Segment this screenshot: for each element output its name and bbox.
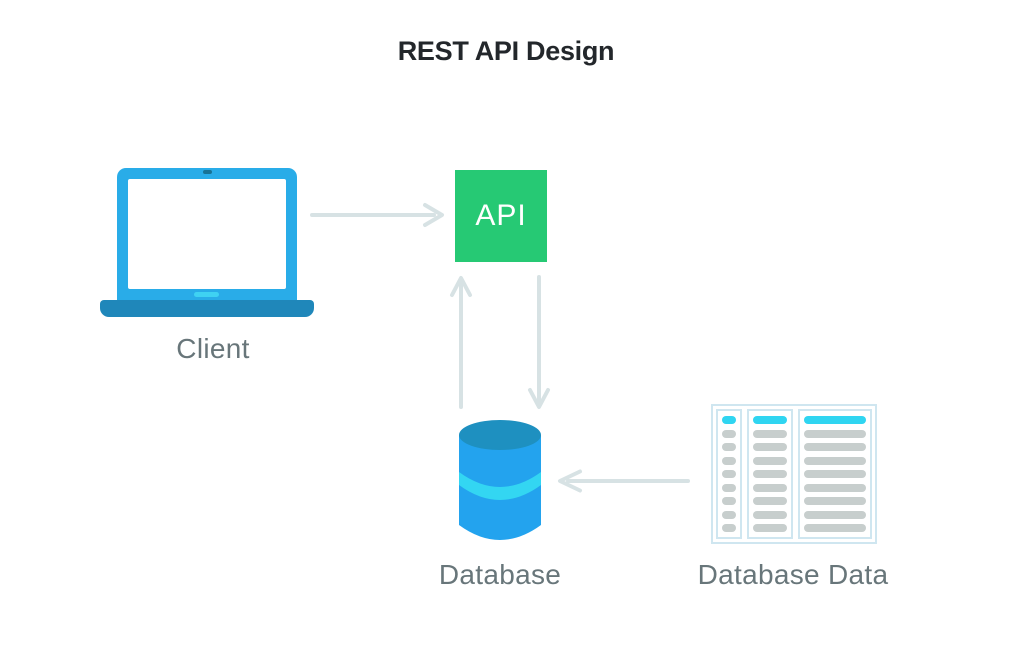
table-row-pill [804, 429, 866, 438]
table-row-pill [722, 443, 736, 451]
data-table-column [716, 409, 742, 539]
table-row-pill [722, 483, 736, 492]
table-row-pill [753, 524, 787, 532]
table-header-row-pill [753, 416, 787, 424]
arrow-client-to-api [310, 203, 444, 227]
laptop-base [100, 300, 314, 317]
api-node: API [455, 170, 547, 262]
diagram-title: REST API Design [397, 36, 615, 66]
arrow-databasedata-to-database [558, 469, 690, 493]
table-row-pill [722, 510, 736, 519]
database-cylinder-icon [459, 420, 541, 540]
table-row-pill [753, 483, 787, 492]
data-table-column [798, 409, 872, 539]
table-row-pill [753, 510, 787, 519]
table-header-row-pill [804, 416, 866, 424]
table-row-pill [804, 456, 866, 465]
table-row-pill [722, 524, 736, 532]
laptop-notch [194, 292, 219, 297]
arrow-api-to-database [528, 275, 550, 409]
data-table-icon [711, 404, 877, 544]
table-row-pill [804, 510, 866, 519]
table-row-pill [722, 497, 736, 505]
table-row-pill [753, 497, 787, 505]
table-row-pill [722, 429, 736, 438]
table-row-pill [722, 470, 736, 478]
api-label: API [475, 199, 527, 232]
table-row-pill [753, 429, 787, 438]
table-row-pill [753, 443, 787, 451]
laptop-camera-dot [203, 170, 212, 174]
table-header-row-pill [722, 416, 736, 424]
table-row-pill [804, 470, 866, 478]
database-label: Database [438, 559, 562, 590]
data-table-column [747, 409, 793, 539]
table-row-pill [753, 456, 787, 465]
table-row-pill [804, 443, 866, 451]
table-row-pill [753, 470, 787, 478]
table-row-pill [804, 524, 866, 532]
table-row-pill [722, 456, 736, 465]
laptop-screen [128, 179, 286, 289]
arrow-database-to-api [450, 276, 472, 409]
table-row-pill [804, 497, 866, 505]
client-label: Client [176, 333, 250, 364]
table-row-pill [804, 483, 866, 492]
database-data-label: Database Data [697, 559, 889, 590]
